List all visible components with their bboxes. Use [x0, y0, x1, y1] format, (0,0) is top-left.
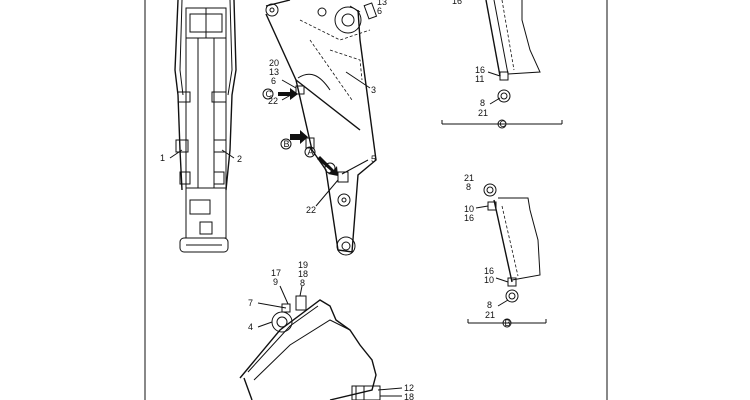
callout-13: 13 [269, 67, 279, 77]
view-marker-b: B [284, 139, 290, 149]
callout-5: 5 [371, 154, 376, 164]
callout-det2-21: 21 [464, 173, 474, 183]
callout-det2-10b: 10 [484, 275, 494, 285]
callout-det2-10: 10 [464, 204, 474, 214]
callout-18b: 18 [404, 392, 414, 400]
callout-19: 19 [298, 260, 308, 270]
callout-22-lower: 22 [306, 205, 316, 215]
callout-22-upper: 22 [268, 96, 278, 106]
callout-9: 9 [273, 277, 278, 287]
callout-1: 1 [160, 153, 165, 163]
callout-3: 3 [371, 85, 376, 95]
detail-ref-b: B [505, 318, 511, 328]
callout-det1-21: 21 [478, 108, 488, 118]
bucket-end-view [239, 285, 403, 400]
callout-top-16: 16 [452, 0, 462, 6]
callout-det2-16b: 16 [484, 266, 494, 276]
callout-det2-21b: 21 [485, 310, 495, 320]
callout-8: 8 [300, 278, 305, 288]
callout-6: 6 [271, 76, 276, 86]
callout-det1-8: 8 [480, 98, 485, 108]
callout-2: 2 [237, 154, 242, 164]
callout-det2-8b: 8 [487, 300, 492, 310]
callout-det1-11: 11 [475, 74, 484, 84]
callout-12: 12 [404, 383, 414, 393]
callout-det2-8: 8 [466, 182, 471, 192]
callout-18: 18 [298, 269, 308, 279]
callout-6-top: 6 [377, 6, 382, 16]
detail-view-c [441, 0, 563, 129]
view-marker-c: C [266, 89, 273, 99]
callout-7: 7 [248, 298, 253, 308]
callout-det2-16: 16 [464, 213, 474, 223]
callout-17: 17 [271, 268, 281, 278]
view-marker-a: A [308, 147, 314, 157]
callout-13-top: 13 [377, 0, 387, 7]
detail-view-b [467, 183, 547, 328]
callout-det1-16: 16 [475, 65, 485, 75]
detail-ref-c: C [500, 119, 507, 129]
arm-front-view [169, 0, 237, 253]
callout-20: 20 [269, 58, 279, 68]
sheet-frame [144, 0, 608, 400]
callout-4: 4 [248, 322, 253, 332]
boom-side-view [262, 0, 378, 256]
